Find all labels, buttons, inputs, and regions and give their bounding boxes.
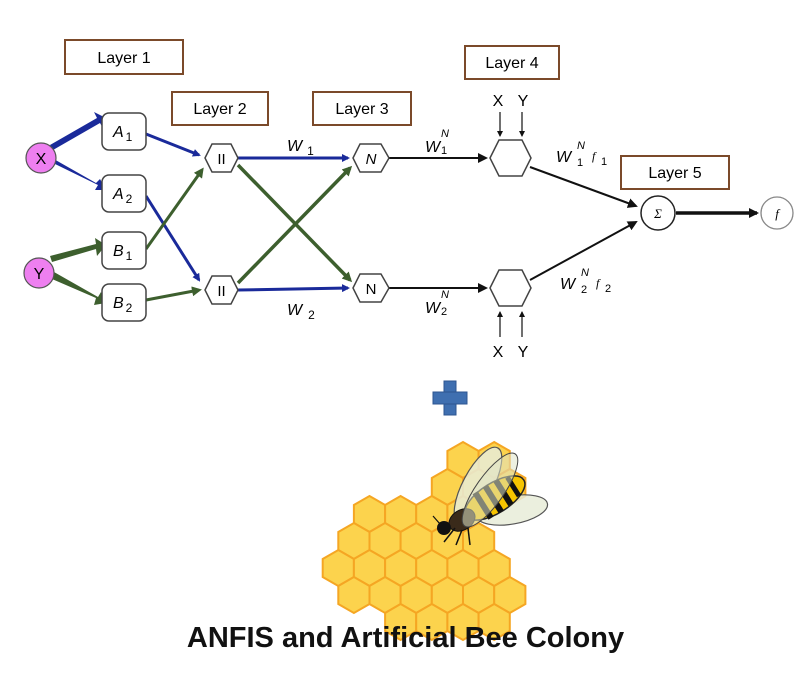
plus-icon [432, 380, 468, 416]
product-node-2: II [204, 275, 239, 305]
layer4-bottom-x: X [493, 344, 504, 361]
output-symbol: f [775, 206, 781, 221]
norm-node-1: N [352, 143, 390, 173]
svg-text:N: N [581, 267, 589, 279]
input-edges [50, 112, 106, 305]
input-node-y: Y [23, 257, 55, 289]
svg-text:1: 1 [577, 157, 583, 169]
a2-sub: 2 [126, 192, 133, 206]
input-x-label: X [36, 151, 47, 168]
svg-text:W: W [425, 300, 442, 317]
norm-2-label: N [366, 281, 377, 298]
svg-text:A2: A2 [112, 186, 133, 206]
svg-text:N: N [441, 128, 449, 140]
label-wnf2: W N 2 f 2 [560, 267, 611, 296]
product-1-label: II [217, 151, 225, 168]
layer4-node-2 [489, 269, 532, 307]
layer-1-text: Layer 1 [97, 50, 150, 67]
svg-text:2: 2 [581, 284, 587, 296]
input-node-x: X [25, 142, 57, 174]
product-to-norm-edges [236, 154, 353, 293]
layer4-bottom-y: Y [518, 344, 529, 361]
layer4-to-sum-edges [529, 166, 759, 281]
label-wn1: W N 1 [425, 128, 449, 157]
layer-label-3: Layer 3 [312, 91, 412, 126]
svg-text:f: f [596, 276, 601, 290]
output-node: f [760, 196, 794, 230]
norm-to-layer4-edges [389, 153, 488, 293]
svg-text:1: 1 [601, 156, 607, 168]
b2-sub: 2 [126, 301, 133, 315]
b1-base: B [113, 243, 124, 260]
layer-2-text: Layer 2 [193, 101, 246, 118]
a1-sub: 1 [126, 130, 133, 144]
input-y-label: Y [34, 266, 45, 283]
label-wn2: W N 2 [425, 289, 449, 318]
edge-y-b2 [52, 272, 106, 305]
honeycomb-cell [337, 575, 371, 615]
b2-base: B [113, 295, 124, 312]
a1-base: A [112, 124, 124, 141]
edge-x-a1 [50, 112, 106, 150]
bee-icon [432, 446, 549, 546]
edge-b2-p2 [145, 286, 202, 302]
layer4-top-x: X [493, 93, 504, 110]
layer-4-text: Layer 4 [485, 55, 538, 72]
edge-a2-p2 [144, 195, 201, 282]
layer-3-text: Layer 3 [335, 101, 388, 118]
svg-text:B1: B1 [113, 243, 133, 263]
layer-label-4: Layer 4 [464, 45, 560, 80]
sum-node: Σ [640, 195, 676, 231]
caption: ANFIS and Artificial Bee Colony [186, 622, 625, 654]
svg-text:2: 2 [605, 283, 611, 295]
sum-symbol: Σ [653, 206, 662, 221]
edge-l4b-sum [529, 221, 638, 281]
product-2-label: II [217, 283, 225, 300]
svg-text:N: N [441, 289, 449, 301]
b1-sub: 1 [126, 249, 133, 263]
layer-5-text: Layer 5 [648, 165, 701, 182]
svg-text:1: 1 [441, 145, 447, 157]
edge-a1-p1 [145, 132, 201, 157]
product-node-1: II [204, 143, 239, 173]
svg-text:2: 2 [441, 306, 447, 318]
layer-label-2: Layer 2 [171, 91, 269, 126]
svg-text:N: N [577, 140, 585, 152]
a2-base: A [112, 186, 124, 203]
svg-text:B2: B2 [113, 295, 133, 315]
membership-to-product-edges [144, 132, 204, 302]
edge-p2-n2 [237, 284, 350, 293]
svg-text:W: W [425, 139, 442, 156]
layer4-node-1 [489, 139, 532, 177]
edge-b1-p1 [144, 167, 204, 250]
layer4-input-arrows [497, 112, 525, 337]
norm-node-2: N [352, 273, 390, 303]
svg-text:W: W [556, 149, 573, 166]
svg-text:W: W [560, 276, 577, 293]
edge-p1-n2 [236, 163, 353, 283]
norm-1-label: N [366, 151, 377, 168]
edge-y-b1 [50, 238, 106, 262]
label-wnf1: W N 1 f 1 [556, 140, 607, 169]
edge-l4a-sum [529, 166, 638, 208]
layer4-top-y: Y [518, 93, 529, 110]
svg-text:f: f [592, 149, 597, 163]
edge-p2-n1 [236, 165, 353, 285]
edge-x-a2 [52, 158, 106, 190]
honeycomb-cell [477, 602, 511, 642]
svg-text:A1: A1 [112, 124, 133, 144]
layer-label-1: Layer 1 [64, 39, 184, 75]
layer-label-5: Layer 5 [620, 155, 730, 190]
